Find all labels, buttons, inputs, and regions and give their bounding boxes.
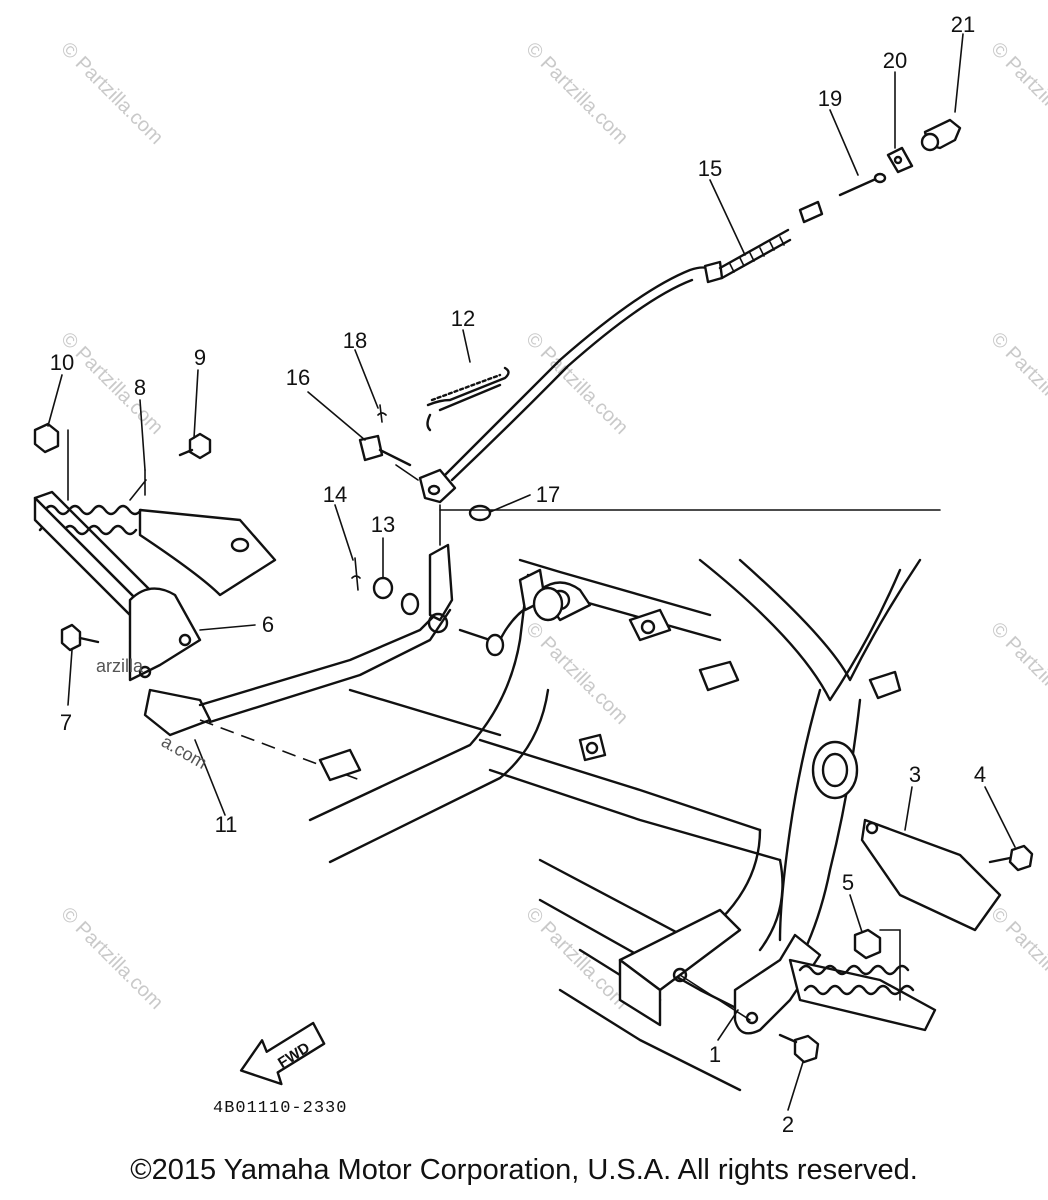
- fasteners: [33, 422, 1034, 1064]
- callout-17: 17: [536, 482, 560, 507]
- callout-8: 8: [134, 375, 146, 400]
- callout-numbers: 21 20 19 15 12 18 16 17 14 13 9 8 10 6 7…: [50, 12, 986, 1137]
- callout-21: 21: [951, 12, 975, 37]
- callout-11: 11: [215, 812, 238, 837]
- watermark: © Partzilla.com: [986, 903, 1048, 1014]
- motorcycle-frame: [308, 558, 922, 1092]
- callout-16: 16: [286, 365, 310, 390]
- watermark: © Partzilla.com: [986, 328, 1048, 439]
- callout-13: 13: [371, 512, 395, 537]
- callout-2: 2: [782, 1112, 794, 1137]
- callout-20: 20: [883, 48, 907, 73]
- watermark: © Partzilla.com: [521, 38, 632, 149]
- callout-12: 12: [451, 306, 475, 331]
- watermark: © Partzilla.com: [986, 618, 1048, 729]
- callout-18: 18: [343, 328, 367, 353]
- callout-14: 14: [323, 482, 347, 507]
- callout-10: 10: [50, 350, 74, 375]
- watermark-fragment: a.com: [158, 731, 210, 773]
- left-footrest-assembly: [33, 429, 505, 782]
- brake-linkage: [351, 118, 962, 600]
- callout-1: 1: [709, 1042, 721, 1067]
- copyright-notice: ©2015 Yamaha Motor Corporation, U.S.A. A…: [130, 1154, 918, 1186]
- callout-5: 5: [842, 870, 854, 895]
- callout-4: 4: [974, 762, 986, 787]
- callout-15: 15: [698, 156, 722, 181]
- callout-9: 9: [194, 345, 206, 370]
- callout-3: 3: [909, 762, 921, 787]
- exploded-parts-diagram: © Partzilla.com © Partzilla.com © Partzi…: [33, 12, 1048, 1137]
- forward-direction-arrow: FWD: [239, 1021, 326, 1086]
- watermark: © Partzilla.com: [521, 618, 632, 729]
- watermark: © Partzilla.com: [986, 38, 1048, 149]
- leader-lines: [47, 33, 1016, 1111]
- watermark: © Partzilla.com: [56, 903, 167, 1014]
- callout-19: 19: [818, 86, 842, 111]
- callout-6: 6: [262, 612, 274, 637]
- watermark: © Partzilla.com: [56, 328, 167, 439]
- drawing-code: 4B01110-2330: [213, 1099, 347, 1118]
- watermark: © Partzilla.com: [56, 38, 167, 149]
- watermark-fragment: arzilla: [96, 656, 144, 676]
- callout-7: 7: [60, 710, 72, 735]
- right-footrest-assembly: [679, 818, 1002, 1035]
